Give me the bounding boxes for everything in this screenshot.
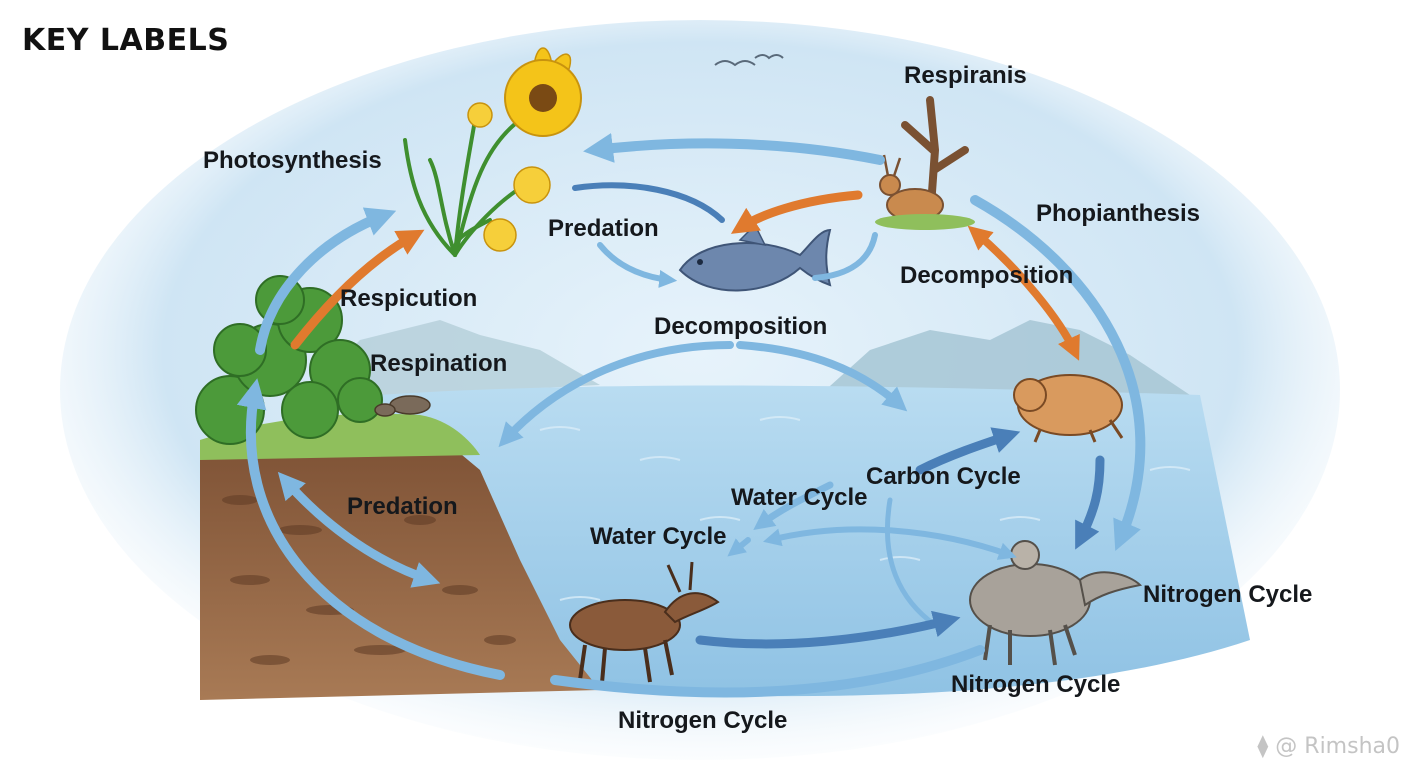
label-decomposition-center: Decomposition (654, 313, 828, 340)
label-nitrogen-cycle-right: Nitrogen Cycle (1143, 581, 1313, 608)
label-carbon-cycle: Carbon Cycle (866, 463, 1021, 490)
arrow-left-up (255, 207, 397, 355)
label-nitrogen-cycle-bottom: Nitrogen Cycle (618, 707, 788, 734)
brown-deer-icon (569, 561, 720, 684)
arrow-carbon-cycle (915, 427, 1021, 475)
label-respination: Respination (370, 350, 508, 377)
label-decomposition-right: Decomposition (900, 262, 1074, 289)
label-predation-left: Predation (347, 493, 458, 520)
cycle-arrows (236, 133, 1146, 698)
arrow-tree-to-fish (730, 190, 863, 234)
arrow-predation-double (277, 471, 441, 588)
key-labels-title: KEY LABELS (22, 23, 230, 58)
arrow-decomposition-double (967, 225, 1080, 361)
arrow-fish-loop-left (597, 242, 678, 288)
gray-animal-icon (969, 540, 1143, 666)
arrow-water-cycle (753, 481, 834, 531)
label-nitrogen-cycle-bottom-right: Nitrogen Cycle (951, 671, 1121, 698)
grass-tuft (875, 214, 975, 230)
label-phopianthesis: Phopianthesis (1036, 200, 1201, 227)
arrow-center-arc-right (736, 341, 908, 412)
arrow-down-right (1075, 455, 1105, 550)
arrow-small-left (727, 537, 751, 557)
label-predation-top: Predation (548, 215, 659, 242)
rocks (374, 395, 431, 417)
mountains-left (300, 320, 600, 400)
small-yellow-flowers-icon (467, 102, 551, 252)
birds-icon (714, 54, 784, 67)
sunflower-icon (504, 47, 582, 137)
arrow-tree-to-flower (583, 133, 885, 165)
deer-top-icon (879, 154, 944, 222)
label-photosynthesis: Photosynthesis (203, 147, 382, 174)
arrow-predation-dark (572, 182, 725, 223)
arrow-respicution (290, 229, 425, 350)
arrow-deer-to-animal (695, 610, 961, 649)
label-water-cycle-1: Water Cycle (731, 484, 868, 511)
arrow-center-arc-left (498, 341, 734, 448)
arrow-cross-curve (884, 497, 938, 628)
watermark: ⧫ @ Rimsha0 (1257, 734, 1400, 759)
arrow-water-to-animal (763, 526, 1017, 560)
fish-icon (678, 223, 832, 292)
arrow-fish-loop-right (812, 232, 878, 281)
label-respicution: Respicution (340, 285, 478, 312)
label-water-cycle-2: Water Cycle (590, 523, 727, 550)
grass-ledge (200, 413, 480, 460)
rodent-icon (1013, 374, 1124, 443)
arrow-bottom-cycle (550, 645, 985, 698)
label-respiranis: Respiranis (904, 62, 1027, 89)
